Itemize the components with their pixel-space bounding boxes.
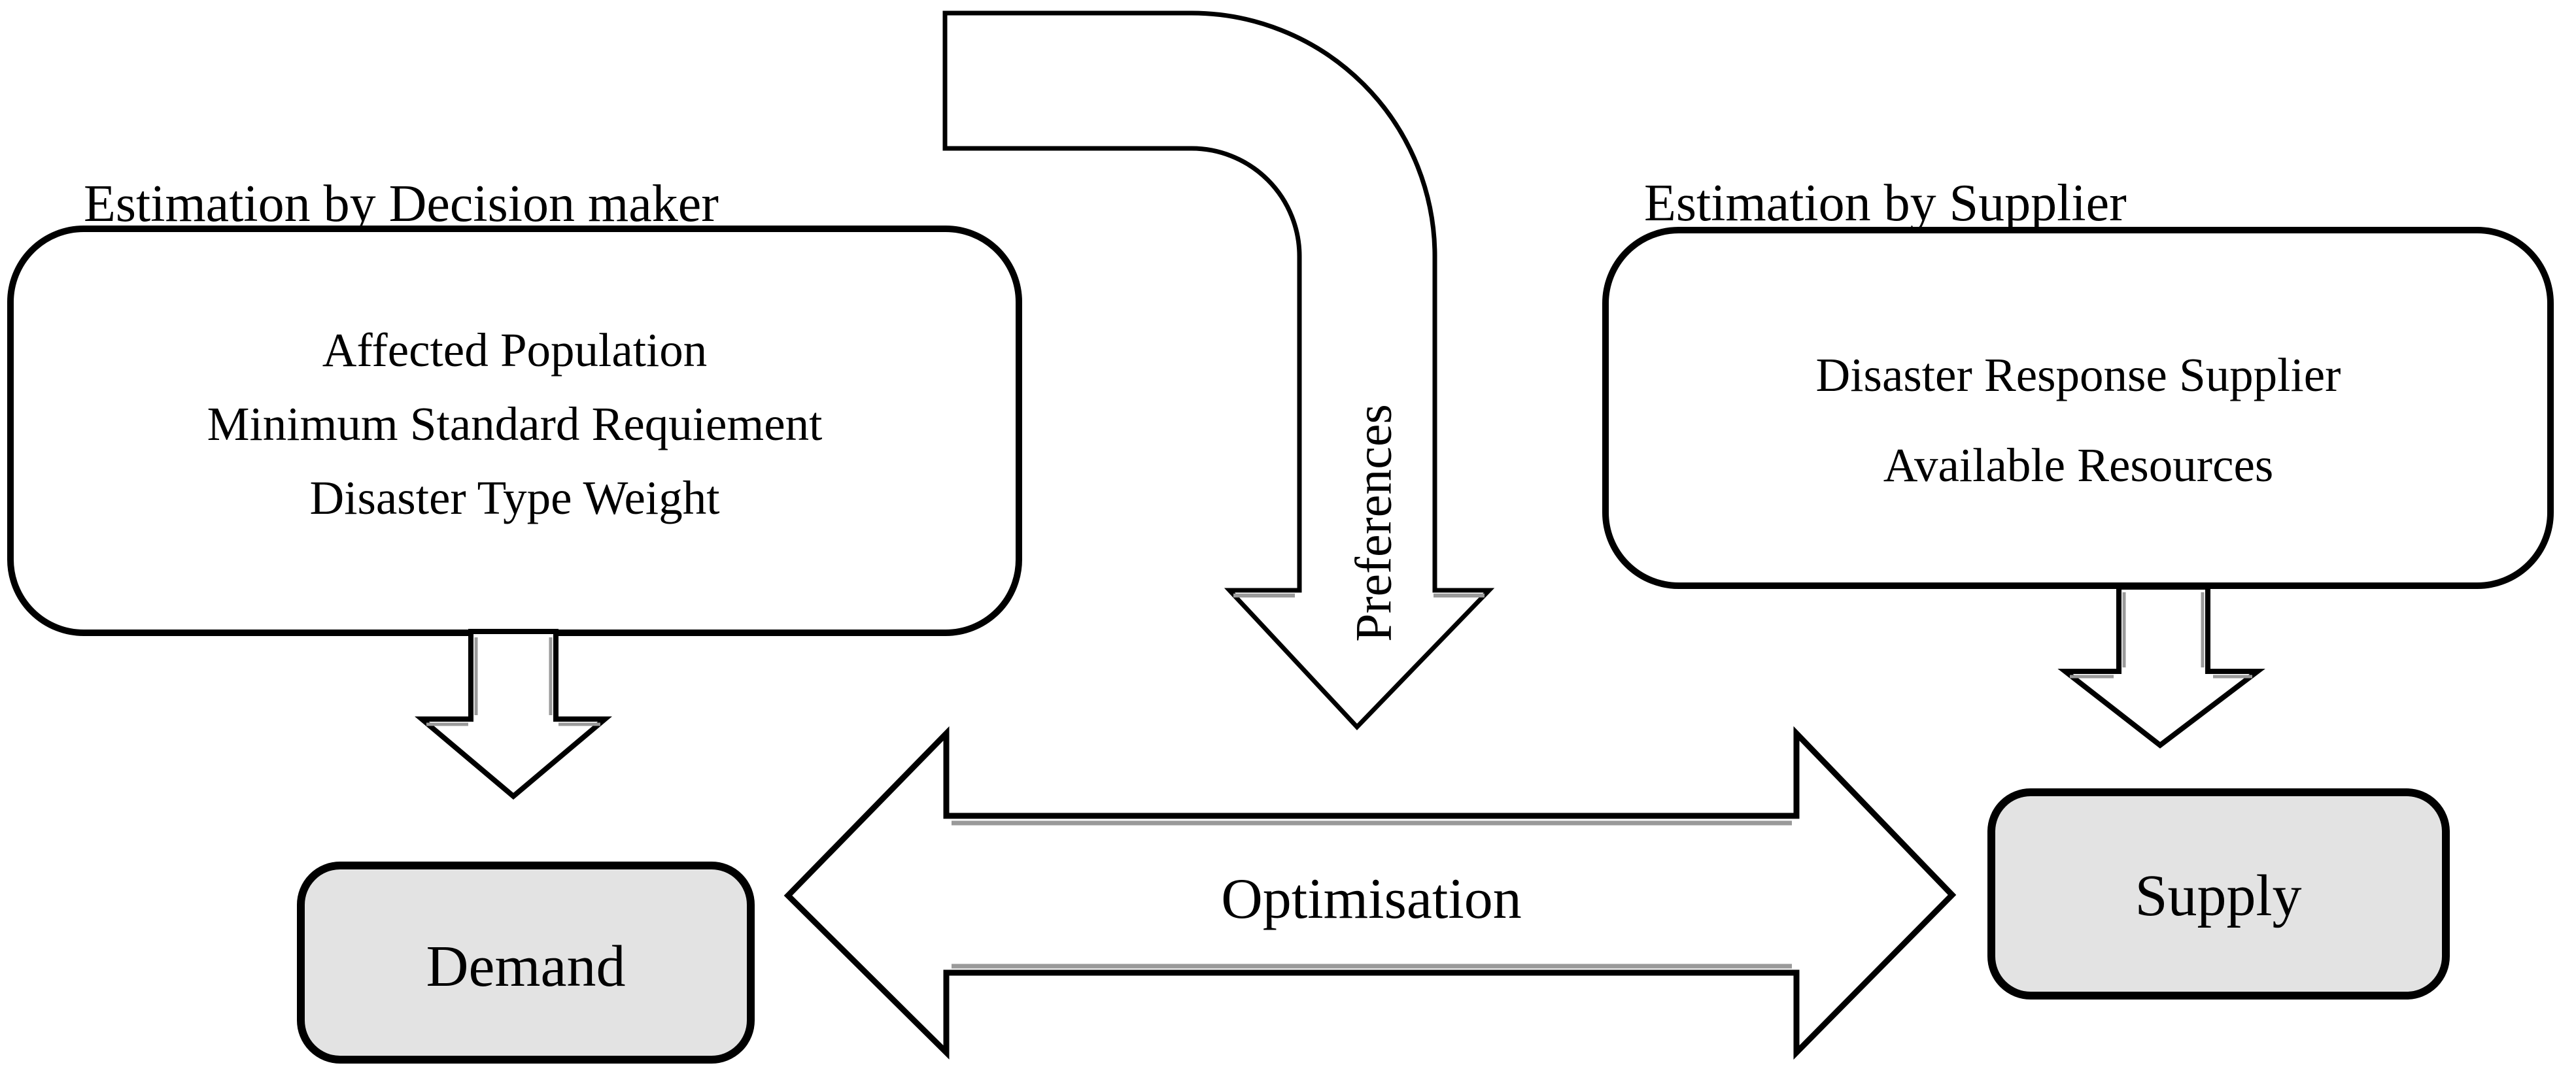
supply-label: Supply (2135, 864, 2301, 928)
decision-to-demand-arrow (415, 629, 612, 800)
supplier-item-disaster-response: Disaster Response Supplier (1816, 348, 2341, 401)
decision-item-affected-population: Affected Population (322, 324, 708, 377)
demand-label: Demand (426, 934, 626, 999)
decision-maker-box-label: Estimation by Decision maker (84, 175, 719, 233)
decision-item-disaster-type-weight: Disaster Type Weight (310, 471, 720, 524)
decision-to-demand-arrow-shadow (426, 637, 600, 726)
demand-box (297, 862, 755, 1064)
preferences-curved-arrow (942, 10, 1495, 731)
optimisation-arrow-shadow (952, 820, 1792, 969)
supplier-box-label: Estimation by Supplier (1644, 175, 2127, 232)
optimisation-double-arrow (783, 726, 1957, 1060)
supplier-to-supply-arrow (2057, 584, 2265, 749)
supply-box (1987, 788, 2450, 1000)
decision-item-minimum-standard: Minimum Standard Requiement (207, 397, 823, 450)
supplier-box (1602, 227, 2554, 589)
optimisation-label: Optimisation (1221, 867, 1522, 931)
supplier-to-supply-arrow-shadow (2070, 592, 2252, 679)
preferences-label: Preferences (1345, 404, 1402, 642)
supplier-item-available-resources: Available Resources (1883, 439, 2274, 492)
